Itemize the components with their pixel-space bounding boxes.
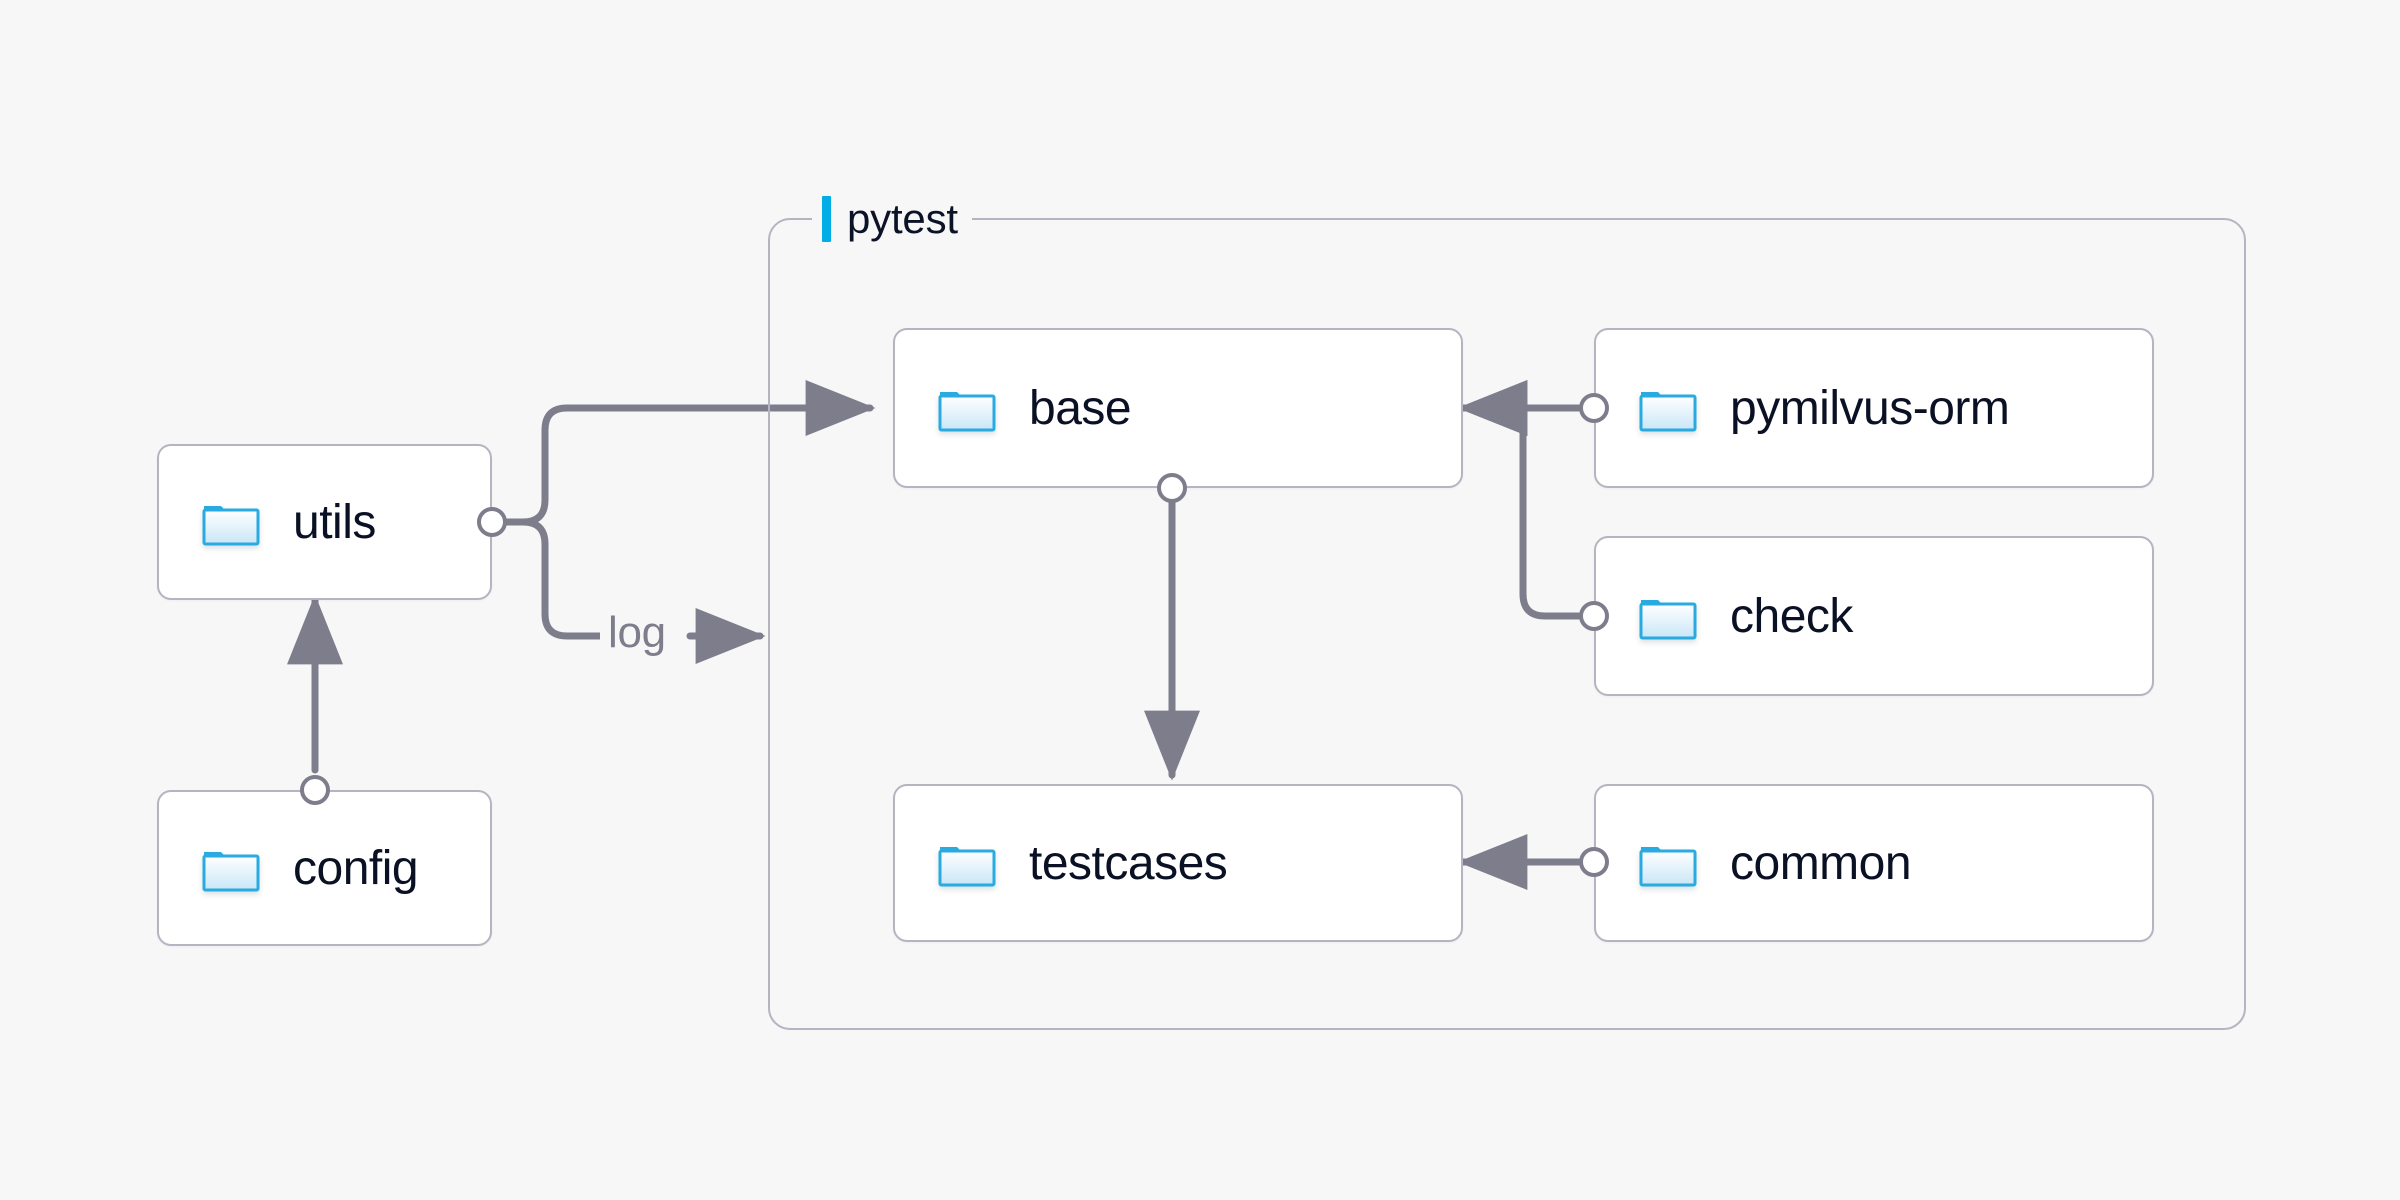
folder-icon xyxy=(201,843,261,893)
folder-icon xyxy=(937,383,997,433)
port-config-top[interactable] xyxy=(300,775,330,805)
node-label: base xyxy=(1029,381,1132,435)
port-base-bottom[interactable] xyxy=(1157,473,1187,503)
node-label: common xyxy=(1730,836,1912,890)
folder-icon xyxy=(937,838,997,888)
node-config[interactable]: config xyxy=(157,790,492,946)
node-label: check xyxy=(1730,589,1853,643)
port-pymilvus-orm-left[interactable] xyxy=(1579,393,1609,423)
port-check-left[interactable] xyxy=(1579,601,1609,631)
folder-icon xyxy=(201,497,261,547)
node-label: testcases xyxy=(1029,836,1228,890)
folder-icon xyxy=(1638,838,1698,888)
node-label: config xyxy=(293,841,419,895)
node-check[interactable]: check xyxy=(1594,536,2154,696)
folder-icon xyxy=(1638,591,1698,641)
accent-bar-icon xyxy=(822,196,831,242)
group-container-pytest xyxy=(768,218,2246,1030)
node-base[interactable]: base xyxy=(893,328,1463,488)
port-common-left[interactable] xyxy=(1579,847,1609,877)
node-pymilvus-orm[interactable]: pymilvus-orm xyxy=(1594,328,2154,488)
node-utils[interactable]: utils xyxy=(157,444,492,600)
edge-label-log: log xyxy=(600,608,674,658)
node-label: pymilvus-orm xyxy=(1730,381,2010,435)
port-utils-right[interactable] xyxy=(477,507,507,537)
node-label: utils xyxy=(293,495,376,549)
group-title-pytest: pytest xyxy=(812,190,972,248)
node-testcases[interactable]: testcases xyxy=(893,784,1463,942)
node-common[interactable]: common xyxy=(1594,784,2154,942)
folder-icon xyxy=(1638,383,1698,433)
group-label: pytest xyxy=(847,195,958,242)
edge-utils-to-log xyxy=(488,518,604,640)
